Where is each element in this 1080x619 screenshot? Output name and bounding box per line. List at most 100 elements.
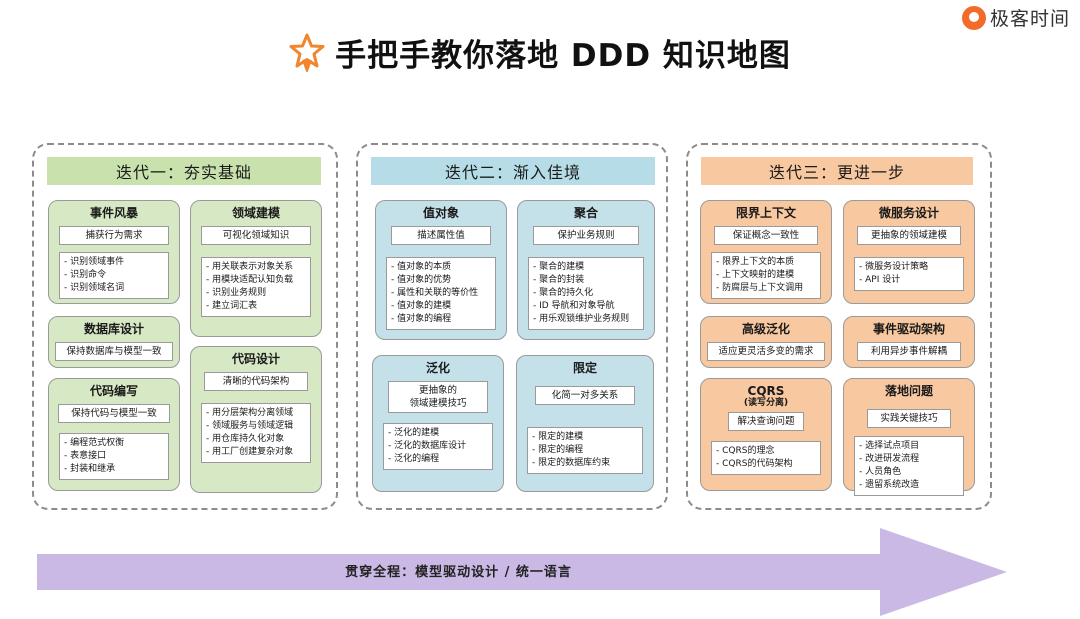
card-summary: 更抽象的领域建模 [857,226,961,245]
list-item: - 聚合的持久化 [533,288,594,298]
list-item: - 值对象的建模 [391,301,452,311]
list-item: - 用工厂创建复杂对象 [206,447,294,457]
list-item: - 用分层架构分离领域 [206,408,294,418]
card-summary: 保持代码与模型一致 [58,404,170,423]
card-detail-list: - 识别领域事件 - 识别命令 - 识别领域名词 [59,252,169,299]
brand-name: 极客时间 [989,8,1070,30]
card-title: 泛化 [425,361,450,375]
page-header: 手把手教你落地 DDD 知识地图 [0,30,1080,75]
card-detail-list: - 用关联表示对象关系 - 用模块适配认知负载 - 识别业务规则 - 建立词汇表 [201,257,311,317]
list-item: - 识别领域名词 [64,283,125,293]
card-summary: 可视化领域知识 [201,226,311,245]
card-summary: 化简一对多关系 [535,386,635,405]
list-item: - API 设计 [859,275,901,285]
card-detail-list: - 值对象的本质 - 值对象的优势 - 属性和关联的等价性 - 值对象的建模 -… [386,257,496,330]
star-icon [289,33,325,72]
card-code-design: 代码设计 清晰的代码架构 - 用分层架构分离领域 - 领域服务与领域逻辑 - 用… [190,346,322,493]
card-summary: 实践关键技巧 [867,409,951,428]
card-summary: 保证概念一致性 [714,226,818,245]
card-summary: 保持数据库与模型一致 [55,342,173,361]
list-item: - 泛化的数据库设计 [388,441,467,451]
list-item: - 识别命令 [64,270,107,280]
card-title: 聚合 [573,206,598,220]
card-title: 代码编写 [89,384,138,398]
card-title: 限界上下文 [735,206,796,220]
card-summary: 更抽象的 领域建模技巧 [388,381,488,413]
list-item: - 限界上下文的本质 [716,257,795,267]
card-detail-list: - 聚合的建模 - 聚合的封装 - 聚合的持久化 - ID 导航和对象导航 - … [528,257,644,330]
list-item: - 选择试点项目 [859,441,920,451]
card-detail-list: - 限定的建模 - 限定的编程 - 限定的数据库约束 [527,427,643,474]
card-title: 微服务设计 [878,206,939,220]
list-item: - 编程范式权衡 [64,438,125,448]
list-item: - CQRS的代码架构 [716,459,793,469]
card-title: CQRS [747,384,785,398]
card-advanced-generalization: 高级泛化 适应更灵活多变的需求 [700,316,832,368]
list-item: - 用乐观锁维护业务规则 [533,314,630,324]
card-title: 值对象 [422,206,459,220]
list-item: - 遗留系统改造 [859,480,920,490]
card-detail-list: - 选择试点项目 - 改进研发流程 - 人员角色 - 遗留系统改造 [854,436,964,496]
card-generalization: 泛化 更抽象的 领域建模技巧 - 泛化的建模 - 泛化的数据库设计 - 泛化的编… [372,355,504,492]
throughout-label: 贯穿全程：模型驱动设计 / 统一语言 [345,565,572,580]
card-qualification: 限定 化简一对多关系 - 限定的建模 - 限定的编程 - 限定的数据库约束 [516,355,654,492]
list-item: - 封装和继承 [64,464,116,474]
list-item: - 限定的编程 [532,445,584,455]
card-event-storming: 事件风暴 捕获行为需求 - 识别领域事件 - 识别命令 - 识别领域名词 [48,200,180,304]
list-item: - CQRS的理念 [716,446,775,456]
card-event-driven-architecture: 事件驱动架构 利用异步事件解耦 [843,316,975,368]
list-item: - 防腐层与上下文调用 [716,283,804,293]
card-database-design: 数据库设计 保持数据库与模型一致 [48,316,180,368]
card-summary: 解决查询问题 [728,412,804,431]
iteration-3-header: 迭代三：更进一步 [701,157,973,185]
list-item: - 领域服务与领域逻辑 [206,421,294,431]
list-item: - 用仓库持久化对象 [206,434,285,444]
list-item: - 上下文映射的建模 [716,270,795,280]
iteration-1-header: 迭代一：夯实基础 [47,157,321,185]
list-item: - 用模块适配认知负载 [206,275,294,285]
list-item: - 限定的建模 [532,432,584,442]
card-code-writing: 代码编写 保持代码与模型一致 - 编程范式权衡 - 表意接口 - 封装和继承 [48,378,180,491]
card-cqrs: CQRS (读写分离) 解决查询问题 - CQRS的理念 - CQRS的代码架构 [700,378,832,491]
list-item: - 表意接口 [64,451,107,461]
list-item: - 聚合的封装 [533,275,585,285]
list-item: - 属性和关联的等价性 [391,288,479,298]
card-title: 高级泛化 [741,322,790,336]
card-summary: 利用异步事件解耦 [857,342,961,361]
list-item: - 值对象的本质 [391,262,452,272]
card-title: 事件驱动架构 [872,322,945,336]
list-item: - 泛化的编程 [388,454,440,464]
card-summary: 捕获行为需求 [59,226,169,245]
card-detail-list: - CQRS的理念 - CQRS的代码架构 [711,441,821,475]
list-item: - 人员角色 [859,467,902,477]
list-item: - 聚合的建模 [533,262,585,272]
list-item: - 泛化的建模 [388,428,440,438]
iteration-1-panel: 迭代一：夯实基础 事件风暴 捕获行为需求 - 识别领域事件 - 识别命令 - 识… [32,143,338,510]
card-title: 限定 [572,361,597,375]
brand-logo: 极客时间 [961,4,1070,31]
card-detail-list: - 微服务设计策略 - API 设计 [854,257,964,291]
card-summary: 保护业务规则 [533,226,639,245]
card-detail-list: - 用分层架构分离领域 - 领域服务与领域逻辑 - 用仓库持久化对象 - 用工厂… [201,403,311,463]
card-value-object: 值对象 描述属性值 - 值对象的本质 - 值对象的优势 - 属性和关联的等价性 … [375,200,507,340]
card-detail-list: - 泛化的建模 - 泛化的数据库设计 - 泛化的编程 [383,423,493,470]
list-item: - 用关联表示对象关系 [206,262,294,272]
iteration-2-header: 迭代二：渐入佳境 [371,157,655,185]
card-title: 落地问题 [884,384,933,398]
iteration-3-panel: 迭代三：更进一步 限界上下文 保证概念一致性 - 限界上下文的本质 - 上下文映… [686,143,992,510]
card-summary: 描述属性值 [391,226,491,245]
iteration-2-panel: 迭代二：渐入佳境 值对象 描述属性值 - 值对象的本质 - 值对象的优势 - 属… [356,143,668,510]
card-detail-list: - 限界上下文的本质 - 上下文映射的建模 - 防腐层与上下文调用 [711,252,821,299]
card-summary: 适应更灵活多变的需求 [707,342,825,361]
card-summary: 清晰的代码架构 [204,372,308,391]
card-title: 代码设计 [231,352,280,366]
card-microservice-design: 微服务设计 更抽象的领域建模 - 微服务设计策略 - API 设计 [843,200,975,304]
card-title: 领域建模 [231,206,280,220]
card-title: 事件风暴 [89,206,138,220]
throughout-arrow [37,528,1007,616]
card-domain-modeling: 领域建模 可视化领域知识 - 用关联表示对象关系 - 用模块适配认知负载 - 识… [190,200,322,337]
geektime-logo-icon [961,5,986,30]
list-item: - ID 导航和对象导航 [533,301,615,311]
page-title: 手把手教你落地 DDD 知识地图 [335,38,791,74]
card-subtitle: (读写分离) [743,398,789,408]
